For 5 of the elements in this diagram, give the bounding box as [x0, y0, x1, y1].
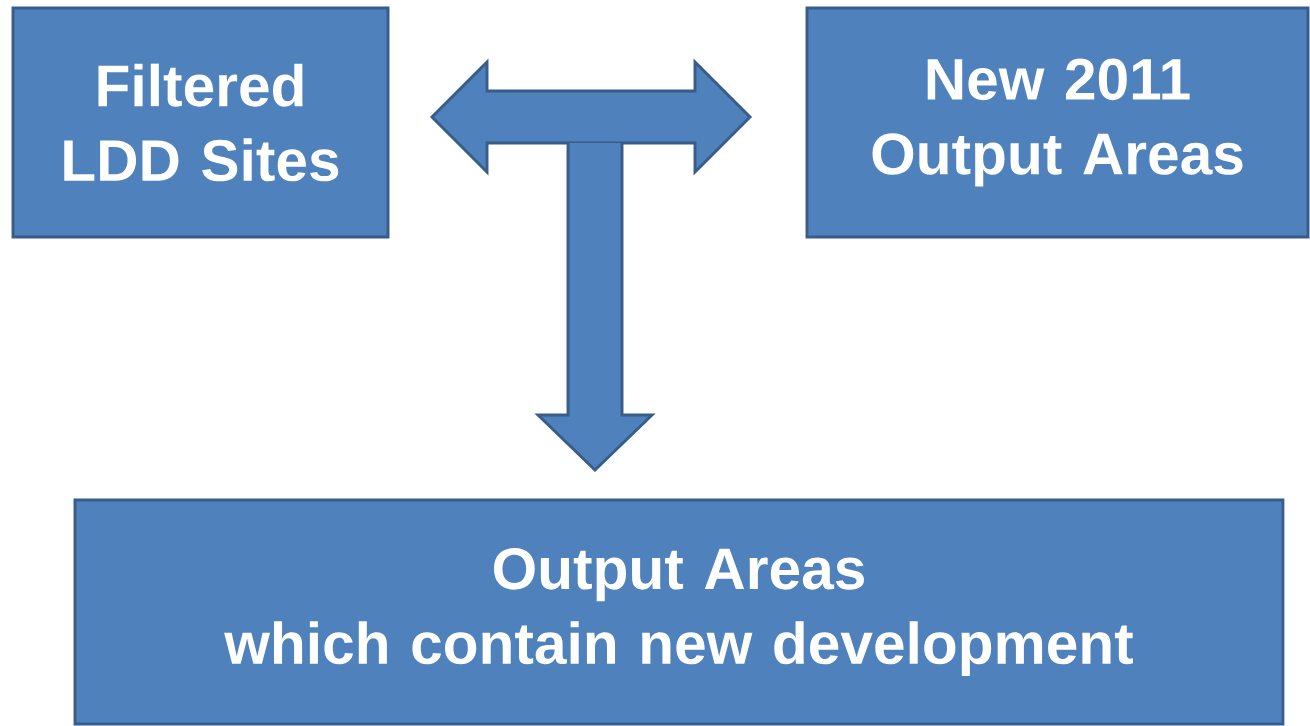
process-box: Output Areas which contain new development	[73, 498, 1285, 726]
down-block-arrow	[534, 141, 656, 473]
process-box: Filtered LDD Sites	[11, 6, 390, 239]
process-box: New 2011 Output Areas	[805, 6, 1310, 239]
double-block-arrow	[429, 58, 753, 176]
